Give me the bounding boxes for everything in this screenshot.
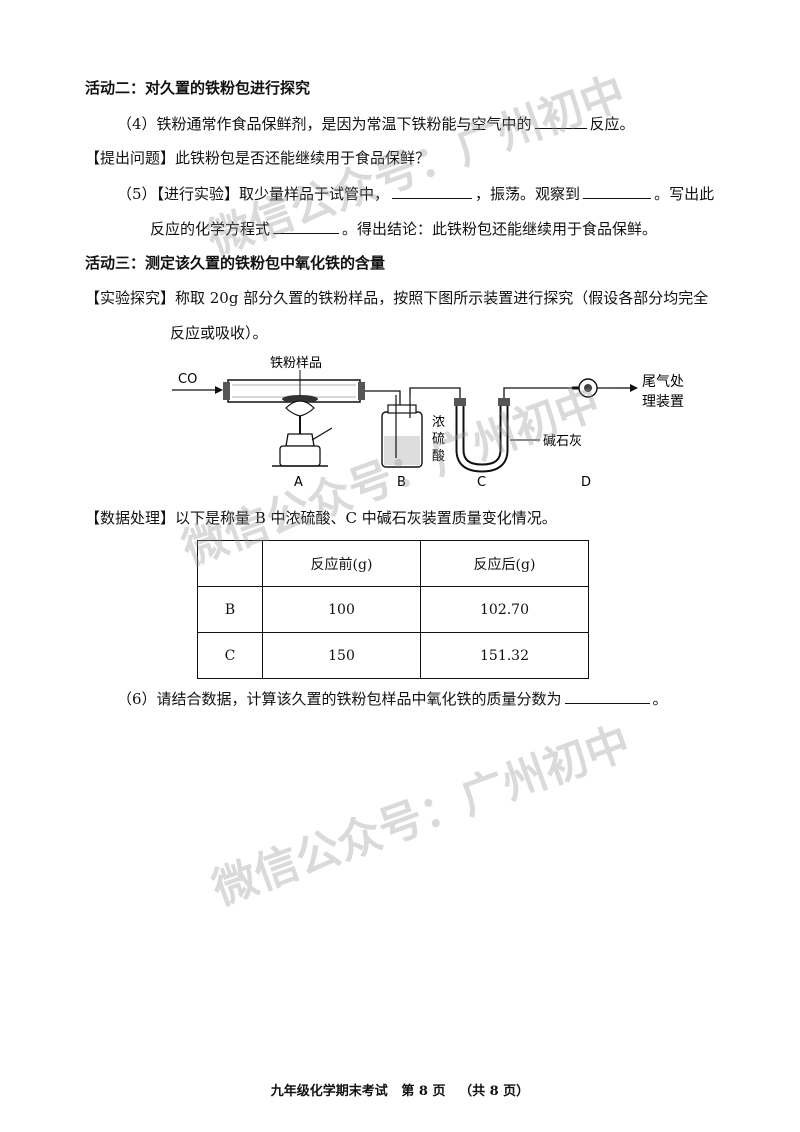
page-footer: 九年级化学期末考试 第 8 页 （共 8 页） [0,1080,800,1099]
soda-lime-label: 碱石灰 [543,434,582,449]
table-cell: 151.32 [420,632,589,679]
table-cell: 100 [262,586,421,633]
question-5-line1: （5）【进行实验】取少量样品于试管中， ，振荡。观察到 。写出此 [117,183,714,204]
q4-text: （4）铁粉通常作食品保鲜剂，是因为常温下铁粉能与空气中的 [117,115,532,133]
q5-part1: （5）【进行实验】取少量样品于试管中， [117,185,390,203]
experiment-line2: 反应或吸收）。 [170,324,268,342]
sample-label: 铁粉样品 [270,356,322,371]
q5-line2-before: 反应的化学方程式 [150,220,271,238]
q5-observation-blank[interactable] [583,183,652,199]
q5-part3: 。写出此 [654,185,715,203]
label-a: A [294,475,303,490]
burner-head [285,433,315,447]
flame [285,400,315,417]
question-4: （4）铁粉通常作食品保鲜剂，是因为常温下铁粉能与空气中的 反应。 [117,113,635,134]
table-header-cell: 反应前(g) [262,540,421,587]
footer-total: （共 8 页） [459,1084,530,1099]
tube-b-to-c [409,387,461,402]
q5-equation-blank[interactable] [273,218,340,234]
tail-gas-label-2: 理装置 [642,394,684,410]
table-header-row: 反应前(g) 反应后(g) [197,540,589,587]
footer-page: 第 8 页 [401,1084,446,1099]
q5-reagent-blank[interactable] [392,183,473,199]
tube-c-to-d [503,387,572,398]
question-6: （6）请结合数据，计算该久置的铁粉包样品中氧化铁的质量分数为 。 [117,688,668,709]
q6-answer-blank[interactable] [564,688,650,704]
table-cell: 102.70 [420,586,589,633]
alcohol-burner [279,445,321,467]
q6-text-after: 。 [652,690,668,708]
question-5-line2: 反应的化学方程式 。得出结论：此铁粉包还能继续用于食品保鲜。 [150,218,657,239]
table-cell: B [197,586,263,633]
tube-a-to-b [365,390,401,405]
sulfuric-acid [384,436,420,465]
table-header-cell: 反应后(g) [420,540,589,587]
co-arrowhead [215,386,223,394]
stopper-right [358,382,365,400]
table-cell: C [197,632,263,679]
apparatus-diagram: CO 铁粉样品 A 浓 硫 酸 B 碱石灰 C D 尾气处 理装置 [172,356,684,490]
acid-label-3: 酸 [432,449,445,464]
q5-line2-after: 。得出结论：此铁粉包还能继续用于食品保鲜。 [342,220,658,238]
acid-label-2: 硫 [432,432,445,447]
activity3-heading: 活动三：测定该久置的铁粉包中氧化铁的含量 [85,254,386,272]
raise-question: 【提出问题】此铁粉包是否还能继续用于食品保鲜？ [85,149,431,167]
u-tube-c [455,402,509,473]
mass-change-table: 反应前(g) 反应后(g) B 100 102.70 C 150 151.32 [197,540,589,679]
q6-text: （6）请结合数据，计算该久置的铁粉包样品中氧化铁的质量分数为 [117,690,562,708]
table-cell: 150 [262,632,421,679]
experiment-line1: 【实验探究】称取 20g 部分久置的铁粉样品，按照下图所示装置进行探究（假设各部… [85,289,709,307]
q5-part2: ，振荡。观察到 [475,185,581,203]
acid-label-1: 浓 [432,415,445,430]
data-processing: 【数据处理】以下是称量 B 中浓硫酸、C 中碱石灰装置质量变化情况。 [85,509,557,527]
watermark: 微信公众号：广州初中 [206,717,637,916]
footer-exam: 九年级化学期末考试 [270,1084,388,1099]
tail-gas-label-1: 尾气处 [642,374,684,390]
table-row: B 100 102.70 [197,586,589,633]
label-d: D [581,475,591,490]
label-c: C [477,475,486,490]
activity2-heading: 活动二：对久置的铁粉包进行探究 [85,79,311,97]
iron-sample [282,395,318,403]
q4-text-after: 反应。 [589,115,635,133]
table-header-cell [197,540,263,587]
table-row: C 150 151.32 [197,632,589,679]
q4-answer-blank[interactable] [534,113,587,129]
label-b: B [397,475,406,490]
co-label: CO [178,372,197,387]
stopper-left [223,382,230,400]
